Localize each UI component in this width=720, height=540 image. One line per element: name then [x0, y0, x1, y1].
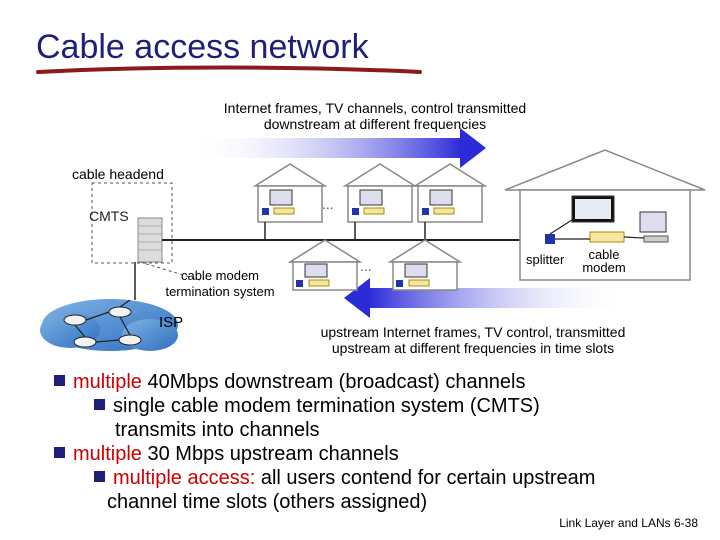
bullet-marker — [94, 399, 105, 411]
isp-label: ISP — [159, 314, 184, 331]
cable-modem-line2: modem — [582, 260, 626, 275]
upstream-caption-line1: upstream Internet frames, TV control, tr… — [320, 324, 626, 340]
slide-footer: Link Layer and LANs 6-38 — [559, 516, 698, 530]
slide-title: Cable access network — [36, 28, 369, 66]
footer-text: Link Layer and LANs — [559, 516, 671, 530]
house-large — [504, 149, 706, 281]
isp-cloud — [40, 299, 178, 351]
cable-modem-line1: cable — [588, 247, 620, 262]
ellipsis-top: ... — [322, 196, 334, 212]
cable-modem-label: cable modem — [574, 248, 634, 274]
cmts-label: CMTS — [89, 208, 129, 224]
bullet-marker — [54, 375, 65, 387]
bullet-1a-cont: transmits into channels — [115, 419, 320, 441]
downstream-caption-line2: downstream at different frequencies — [263, 116, 487, 132]
cable-network-diagram — [40, 128, 706, 351]
ellipsis-bottom: ... — [360, 258, 372, 274]
house-top-2 — [342, 163, 418, 223]
bullet-1a: single cable modem termination system (C… — [94, 394, 720, 418]
bullet-list: multiple 40Mbps downstream (broadcast) c… — [54, 370, 704, 514]
headend-box — [91, 182, 173, 264]
cmts-full-label: cable modem termination system — [150, 268, 290, 300]
bullet-2-text: 30 Mbps upstream channels — [141, 443, 399, 465]
bullet-2: multiple 30 Mbps upstream channels — [54, 442, 704, 466]
bullet-marker — [54, 447, 65, 459]
bullet-1a-text: single cable modem termination system (C… — [113, 395, 540, 417]
downstream-arrow — [190, 128, 486, 168]
bullet-2a: multiple access: all users contend for c… — [94, 466, 720, 490]
house-bottom-1 — [287, 239, 363, 291]
cmts-rack — [137, 217, 163, 263]
bullet-1: multiple 40Mbps downstream (broadcast) c… — [54, 370, 704, 394]
upstream-caption-line2: upstream at different frequencies in tim… — [331, 340, 615, 356]
downstream-caption: Internet frames, TV channels, control tr… — [180, 100, 570, 132]
cmts-full-line1: cable modem — [180, 268, 260, 283]
bullet-2a-cont: channel time slots (others assigned) — [107, 491, 428, 513]
splitter-label: splitter — [526, 252, 565, 267]
house-top-1 — [252, 163, 328, 223]
page-number: 6-38 — [673, 516, 698, 530]
bullet-2a-text: all users contend for certain upstream — [255, 467, 596, 489]
bullet-1-text: 40Mbps downstream (broadcast) channels — [141, 371, 526, 393]
bullet-2a-highlight: multiple access: — [113, 467, 256, 489]
upstream-arrow — [344, 278, 628, 318]
house-bottom-2 — [387, 239, 463, 291]
cmts-full-line2: termination system — [165, 284, 275, 299]
bullet-2-highlight: multiple — [73, 443, 142, 465]
title-underline — [36, 65, 422, 74]
bullet-1-highlight: multiple — [73, 371, 142, 393]
house-top-3 — [412, 163, 488, 223]
upstream-caption: upstream Internet frames, TV control, tr… — [278, 324, 668, 356]
bullet-marker — [94, 471, 105, 483]
downstream-caption-line1: Internet frames, TV channels, control tr… — [223, 100, 527, 116]
cable-headend-label: cable headend — [72, 166, 164, 182]
